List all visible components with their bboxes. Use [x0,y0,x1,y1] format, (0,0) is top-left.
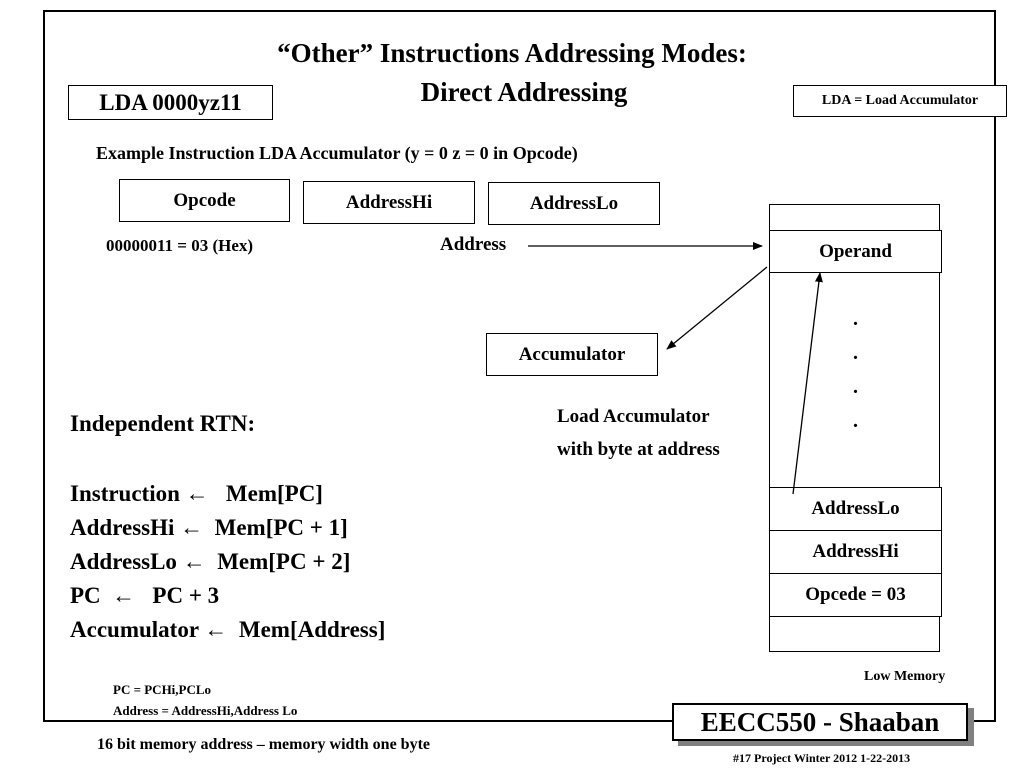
left-arrow-icon: ← [204,617,228,642]
address-note: Address = AddressHi,Address Lo [113,703,298,718]
left-arrow-icon: ← [185,481,209,506]
example-instruction: Example Instruction LDA Accumulator (y =… [96,143,578,163]
rtn-line: AddressLo ← Mem[PC + 2] [70,549,351,574]
slide-frame [43,10,996,722]
footer-right: #17 Project Winter 2012 1-22-2013 [733,751,911,765]
memory-dot: . [853,376,858,398]
rtn-line: AddressHi ← Mem[PC + 1] [70,515,348,540]
footer-left: 16 bit memory address – memory width one… [97,736,431,753]
load-note-line2: with byte at address [557,439,720,460]
left-arrow-icon: ← [182,549,206,574]
opcode-field: Opcode [119,179,290,222]
rtn-line: Instruction ← Mem[PC] [70,481,323,506]
memory-column [769,204,940,652]
pc-note: PC = PCHi,PCLo [113,682,212,697]
address-label: Address [440,234,507,255]
low-memory-label: Low Memory [864,669,946,684]
course-badge: EECC550 - Shaaban [672,703,968,741]
memory-dot: . [853,410,858,432]
address-hi-field: AddressHi [303,181,475,224]
load-note-line1: Load Accumulator [557,406,710,427]
slide-title-line1: “Other” Instructions Addressing Modes: [277,38,747,68]
memory-address-lo-cell: AddressLo [769,487,942,531]
memory-dot: . [853,342,858,364]
left-arrow-icon: ← [180,515,204,540]
lda-note-box: LDA = Load Accumulator [793,85,1007,117]
rtn-heading: Independent RTN: [70,411,256,436]
opcode-value: 00000011 = 03 (Hex) [106,236,254,255]
left-arrow-icon: ← [112,583,136,608]
rtn-line: PC ← PC + 3 [70,583,220,608]
operand-to-accumulator-arrow [666,266,768,350]
memory-address-hi-cell: AddressHi [769,530,942,574]
slide-title-line2: Direct Addressing [420,77,628,107]
address-pointer-arrow [792,272,823,495]
memory-dot: . [853,308,858,330]
memory-operand-cell: Operand [769,230,942,273]
accumulator-box: Accumulator [486,333,658,376]
instruction-code-box: LDA 0000yz11 [68,85,273,120]
memory-opcode-cell: Opcede = 03 [769,573,942,617]
rtn-line: Accumulator ← Mem[Address] [70,617,386,642]
address-lo-field: AddressLo [488,182,660,225]
